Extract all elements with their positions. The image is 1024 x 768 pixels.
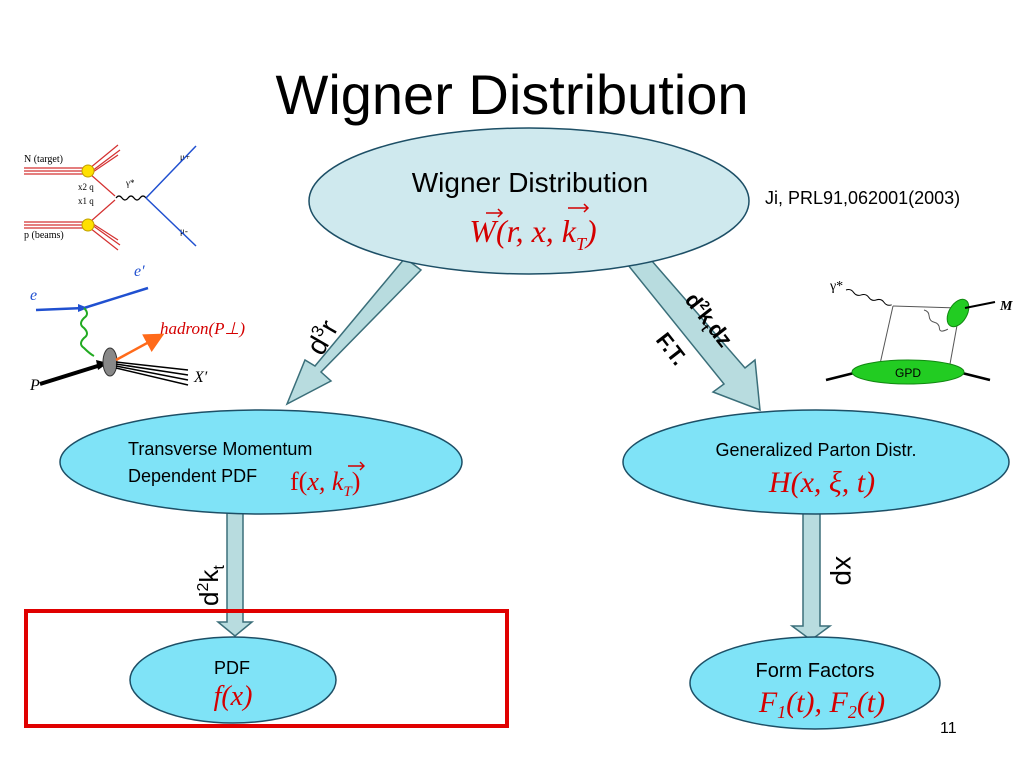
node-pdf-label: PDF <box>214 658 250 678</box>
arrow-left-to-pdf <box>215 507 255 637</box>
node-ff-ellipse <box>689 636 941 730</box>
node-gpd-formula: H(x, ξ, t) <box>768 466 875 499</box>
slide-title: Wigner Distribution <box>275 63 749 126</box>
label-x2q: x2 q <box>78 182 94 192</box>
label-hadron: hadron(P⊥) <box>160 319 245 338</box>
arrow-top-to-left <box>285 256 423 406</box>
node-tmd-label-line1: Transverse Momentum <box>128 439 312 459</box>
node-wigner-label: Wigner Distribution <box>412 167 649 198</box>
label-n-target: N (target) <box>24 154 63 165</box>
node-pdf-ellipse <box>129 636 337 724</box>
node-tmd-label-line2: Dependent PDF <box>128 466 257 486</box>
arrow-right-to-ff <box>789 509 833 641</box>
feynman-drell-yan: N (target) p (beams) x2 q x1 q γ* μ+ μ- <box>24 144 197 251</box>
node-ff-formula: F1(t), F2(t) <box>758 686 885 722</box>
label-gamma-star-gpd: γ* <box>829 279 843 294</box>
label-e-out: e′ <box>134 263 145 280</box>
feynman-sidis: e e′ hadron(P⊥) P X′ <box>29 263 245 394</box>
label-proton: P <box>29 377 40 394</box>
node-tmd-ellipse <box>59 409 463 515</box>
feynman-gpd: γ* M GPD <box>825 279 1013 385</box>
label-gamma-star-dy: γ* <box>125 178 135 188</box>
label-x1q: x1 q <box>78 196 94 206</box>
node-pdf-formula: f(x) <box>214 681 253 712</box>
label-e-in: e <box>30 287 37 304</box>
pdf-highlight-box <box>24 609 509 728</box>
vector-mark-k-tmd <box>348 461 365 471</box>
label-gpd: GPD <box>895 366 921 380</box>
node-gpd-ellipse <box>622 409 1010 515</box>
node-wigner-ellipse <box>308 127 750 275</box>
label-x-prime: X′ <box>193 369 208 386</box>
vector-mark-k <box>568 203 590 213</box>
node-gpd-label: Generalized Parton Distr. <box>715 440 916 460</box>
edge-label-xp: xp <box>830 556 861 586</box>
label-p-beams: p (beams) <box>24 230 64 241</box>
page-number: 11 <box>940 720 957 737</box>
arrow-top-to-right <box>626 251 761 412</box>
node-wigner-formula: W(r, x, kT) <box>469 213 596 254</box>
edge-label-d2kt: d2kt <box>194 565 228 606</box>
label-meson: M <box>999 299 1013 314</box>
label-mu-minus: μ- <box>180 226 188 236</box>
node-ff-label: Form Factors <box>756 660 875 682</box>
reference-citation: Ji, PRL91,062001(2003) <box>765 188 961 208</box>
vector-mark-r <box>486 208 504 218</box>
